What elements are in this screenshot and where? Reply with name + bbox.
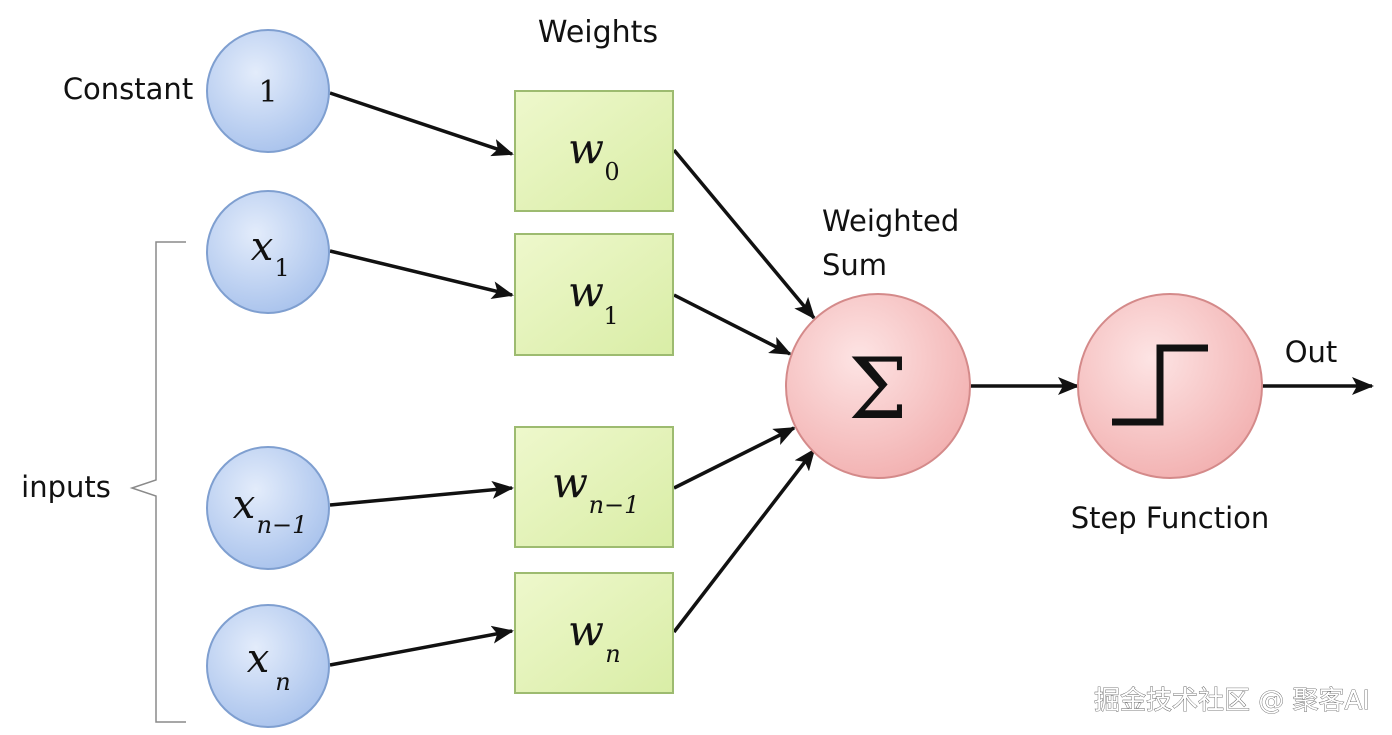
- watermark: 掘金技术社区 @ 聚客AI: [1094, 686, 1370, 716]
- weight-box-var: w: [568, 606, 604, 655]
- inputs-label: inputs: [21, 470, 111, 504]
- input-node-circle: [206, 190, 330, 314]
- arrow-x1-to-w1: [329, 249, 514, 300]
- out-label: Out: [1285, 335, 1338, 369]
- input-node-label: 1: [258, 75, 277, 110]
- input-node-circle: [206, 446, 330, 570]
- sigma-icon: Σ: [848, 340, 907, 438]
- weight-box-w0: w 0: [514, 90, 674, 212]
- input-node-xn: x n: [206, 604, 330, 728]
- weight-box-rect: [514, 90, 674, 212]
- weight-box-var: w: [552, 458, 588, 507]
- input-node-subscript: n: [275, 668, 290, 696]
- inputs-bracket: [129, 241, 186, 723]
- weight-box-subscript: 1: [603, 302, 618, 330]
- weight-box-wn: w n: [514, 572, 674, 694]
- arrow-wn1-to-sum: [673, 426, 796, 490]
- weight-box-rect: [514, 233, 674, 356]
- weight-box-rect: [514, 426, 674, 548]
- weight-box-subscript: n: [605, 640, 620, 668]
- step-function-icon: [1112, 344, 1208, 426]
- weight-box-wn-minus-1: w n−1: [514, 426, 674, 548]
- input-node-circle: [206, 604, 330, 728]
- constant-label: Constant: [63, 72, 193, 106]
- weight-box-w1: w 1: [514, 233, 674, 356]
- arrow-xn-to-wn: [329, 625, 514, 667]
- weighted-sum-circle: [785, 293, 971, 479]
- input-to-weight-arrows: [329, 91, 514, 667]
- step-function-label: Step Function: [1071, 501, 1270, 535]
- arrow-xn1-to-wn1: [329, 480, 514, 507]
- arrow-wn-to-sum: [672, 448, 816, 634]
- input-node-xn-minus-1: x n−1: [206, 446, 330, 570]
- input-node-constant: 1: [206, 29, 330, 153]
- input-node-subscript: 1: [274, 254, 289, 282]
- weight-box-rect: [514, 572, 674, 694]
- weight-box-var: w: [568, 124, 604, 173]
- weight-to-sum-arrows: [672, 148, 816, 634]
- input-node-var: x: [247, 636, 270, 682]
- weighted-sum-label-line2: Sum: [822, 248, 887, 282]
- input-node-x1: x 1: [206, 190, 330, 314]
- weighted-sum-label-line1: Weighted: [822, 204, 959, 238]
- input-node-circle: [206, 29, 330, 153]
- input-node-var: x: [251, 224, 274, 270]
- arrow-w1-to-sum: [673, 293, 792, 356]
- step-function-node: [1077, 293, 1263, 479]
- weighted-sum-node: Σ: [785, 293, 971, 479]
- weight-box-subscript: n−1: [589, 491, 640, 519]
- arrow-constant-to-w0: [329, 91, 514, 157]
- weights-label: Weights: [538, 15, 658, 50]
- input-node-var: x: [233, 482, 256, 528]
- input-node-subscript: n−1: [257, 511, 308, 539]
- weight-box-subscript: 0: [604, 158, 619, 186]
- step-function-circle: [1077, 293, 1263, 479]
- arrow-w0-to-sum: [672, 148, 816, 320]
- weight-box-var: w: [568, 267, 604, 316]
